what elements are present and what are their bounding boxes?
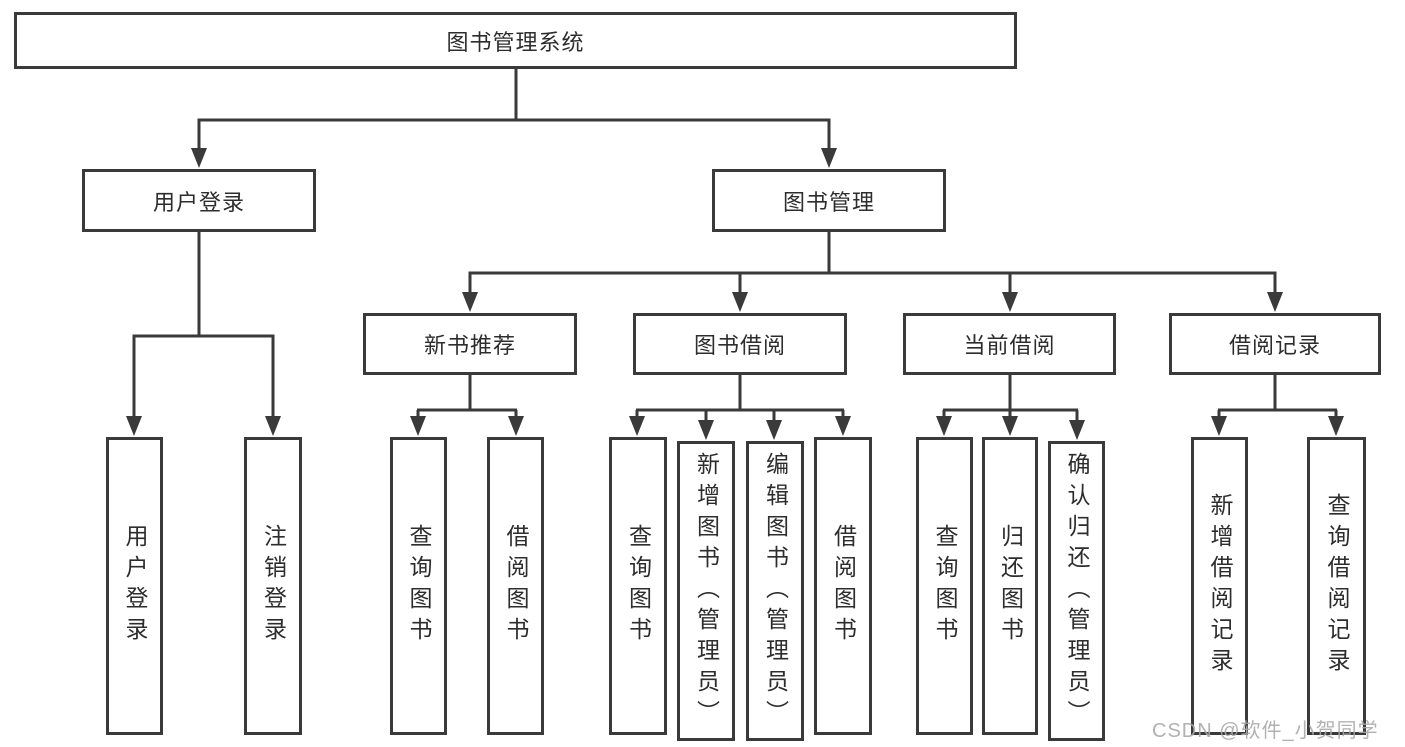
node-label: 借阅记录 [1228,333,1321,358]
node-label: 图书管理系统 [446,29,585,55]
leaf-current-query-books: 查询图书 [916,437,973,735]
connector-borrow-to-leaves [629,375,851,440]
node-new-book-recommend: 新书推荐 [363,313,577,375]
connector-current-to-leaves [936,375,1085,440]
node-label: 编辑图书（管理员） [762,451,789,731]
node-label: 确认归还（管理员） [1064,451,1090,731]
leaf-recommend-query-books: 查询图书 [390,437,447,735]
node-current-borrow: 当前借阅 [903,313,1116,375]
node-label: 用户登录 [152,189,245,215]
node-label: 查询借阅记录 [1324,493,1350,679]
node-label: 注销登录 [260,524,287,648]
connector-newbook-to-leaves [410,375,524,436]
node-user-login: 用户登录 [82,169,316,232]
node-label: 归还图书 [997,524,1024,648]
leaf-borrow-query-books: 查询图书 [609,437,667,735]
leaf-edit-books-admin: 编辑图书（管理员） [746,441,804,741]
connector-login-to-leaves [126,232,281,436]
node-book-borrow: 图书借阅 [633,313,847,375]
node-label: 借阅图书 [503,524,529,648]
node-label: 图书借阅 [693,333,786,358]
leaf-user-login: 用户登录 [106,437,163,735]
node-label: 用户登录 [122,524,148,648]
leaf-query-borrow-record: 查询借阅记录 [1307,437,1366,735]
node-root-system: 图书管理系统 [14,12,1017,69]
node-label: 图书管理 [782,189,875,215]
leaf-confirm-return-admin: 确认归还（管理员） [1048,441,1105,741]
node-label: 借阅图书 [830,524,857,648]
connector-root-to-level2 [191,69,837,168]
connector-management-to-sections [462,232,1283,312]
csdn-watermark: CSDN @软件_小贺同学 [1152,720,1379,742]
node-label: 当前借阅 [963,333,1056,358]
node-label: 查询图书 [625,524,652,648]
leaf-return-books: 归还图书 [982,437,1038,735]
node-label: 新增借阅记录 [1207,493,1233,679]
leaf-add-borrow-record: 新增借阅记录 [1191,437,1248,735]
node-label: 查询图书 [932,524,958,648]
connector-records-to-leaves [1211,375,1344,436]
leaf-logout: 注销登录 [244,437,302,735]
leaf-borrow-books: 借阅图书 [814,437,872,735]
node-label: 新书推荐 [423,333,516,358]
node-label: 新增图书（管理员） [693,451,720,731]
node-borrow-records: 借阅记录 [1169,313,1381,375]
node-label: 查询图书 [406,524,432,648]
node-book-management: 图书管理 [712,169,946,232]
leaf-add-books-admin: 新增图书（管理员） [677,441,735,741]
leaf-recommend-borrow-books: 借阅图书 [487,437,544,735]
